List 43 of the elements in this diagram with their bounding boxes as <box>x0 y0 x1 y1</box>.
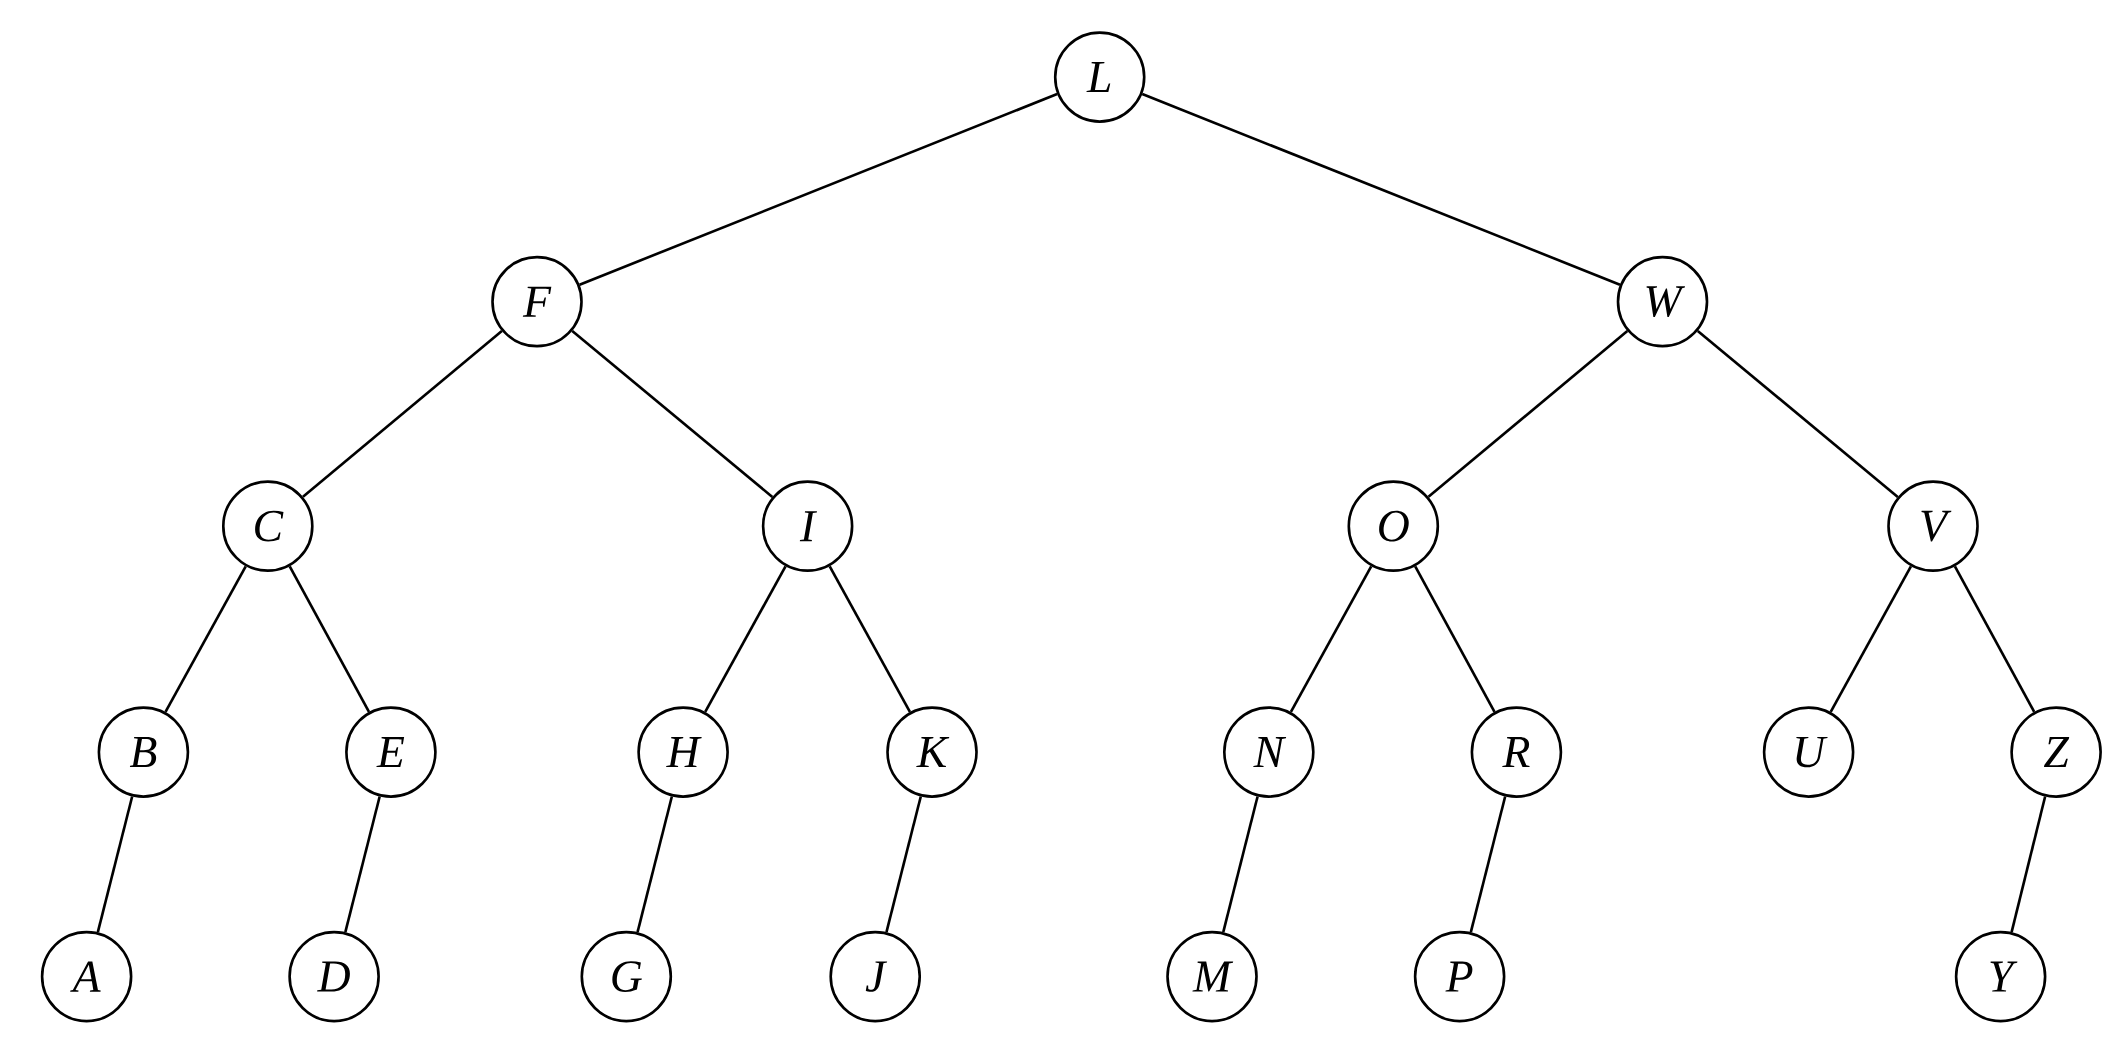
tree-edge <box>302 330 503 498</box>
tree-edge <box>1289 565 1373 713</box>
tree-node: Z <box>2010 706 2102 798</box>
tree-node: Y <box>1954 930 2047 1023</box>
tree-edge <box>1696 329 1899 498</box>
tree-node: M <box>1166 930 1258 1023</box>
tree-edge <box>2010 796 2047 933</box>
tree-edge <box>828 565 912 713</box>
tree-edge <box>1469 796 1507 933</box>
tree-edge <box>579 92 1058 286</box>
tree-node: L <box>1053 31 1146 123</box>
tree-node: R <box>1470 706 1563 798</box>
tree-edge <box>1829 565 1913 713</box>
tree-node: N <box>1223 706 1315 798</box>
tree-node: E <box>345 706 437 798</box>
tree-node: C <box>222 480 314 572</box>
tree-node: K <box>886 706 978 798</box>
tree-edge <box>571 329 774 498</box>
tree-edge <box>885 796 923 933</box>
tree-node: W <box>1616 255 1709 348</box>
tree-edge <box>636 796 674 933</box>
tree-node: O <box>1347 480 1440 572</box>
tree-edge <box>344 796 381 933</box>
tree-node: D <box>288 930 380 1023</box>
tree-edge <box>164 565 247 713</box>
tree-node: B <box>97 706 190 798</box>
tree-edge <box>288 565 371 713</box>
tree-node: F <box>491 255 583 348</box>
tree-edge <box>1427 330 1629 498</box>
tree-node: J <box>829 930 922 1023</box>
tree-node: G <box>580 930 673 1023</box>
tree-node: V <box>1887 480 1979 572</box>
tree-node: P <box>1413 930 1506 1023</box>
tree-edge <box>704 565 787 713</box>
tree-edge <box>96 796 134 933</box>
tree-node: I <box>761 480 854 572</box>
tree-edge <box>1414 565 1496 713</box>
tree-edge <box>1953 565 2036 713</box>
tree-node: U <box>1762 706 1855 798</box>
tree-edge <box>1141 92 1621 286</box>
tree-edge <box>1221 796 1259 933</box>
tree-node: A <box>40 930 133 1023</box>
tree-node: H <box>637 706 729 798</box>
